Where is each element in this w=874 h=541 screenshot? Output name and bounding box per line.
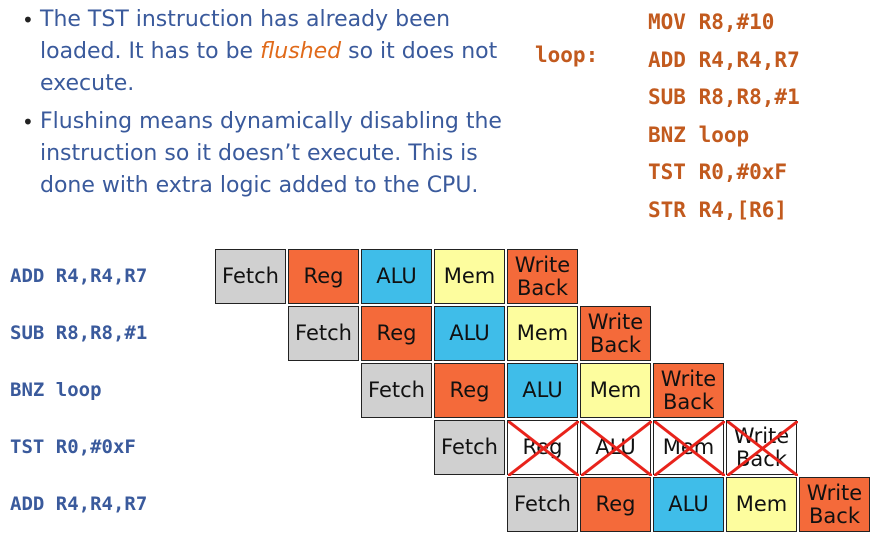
bullet-2: • Flushing means dynamically disabling t… [20, 106, 520, 202]
stage-label: Fetch [368, 378, 425, 402]
stage-label: Mem [662, 435, 715, 459]
stage-reg: Reg [580, 477, 651, 532]
stage-mem: Mem [507, 306, 578, 361]
bullet-1-emphasis: flushed [260, 39, 342, 64]
stage-alu: ALU [361, 249, 432, 304]
stage-label: Mem [735, 492, 788, 516]
stage-label: Fetch [222, 264, 279, 288]
instruction-label: ADD R4,R4,R7 [10, 493, 148, 515]
stage-wb-flushed: Write Back [726, 420, 798, 476]
code-line: MOV R8,#10 [648, 10, 775, 34]
stage-label: Write Back [660, 366, 717, 414]
stage-label: Reg [303, 264, 344, 288]
stage-label: Write Back [587, 309, 644, 357]
code-loop-label: loop: [535, 43, 599, 67]
stage-label: ALU [595, 435, 636, 459]
stage-mem: Mem [580, 363, 651, 418]
stage-label: Write Back [733, 423, 790, 471]
instruction-label: ADD R4,R4,R7 [10, 265, 148, 287]
stage-label: ALU [449, 321, 490, 345]
stage-fetch: Fetch [507, 477, 578, 532]
code-listing: MOV R8,#10 ADD R4,R4,R7 SUB R8,R8,#1 BNZ… [648, 4, 800, 229]
bullet-dot-icon: • [22, 8, 34, 32]
bullet-1-text-end: so it does not execute. [40, 39, 498, 96]
bullet-1: • The TST instruction has already been l… [20, 4, 520, 100]
bullet-2-text: Flushing means dynamically disabling the… [40, 109, 502, 198]
stage-label: ALU [376, 264, 417, 288]
stage-alu-flushed: ALU [580, 420, 652, 476]
stage-alu: ALU [434, 306, 505, 361]
code-line: BNZ loop [648, 122, 750, 147]
stage-fetch: Fetch [361, 363, 432, 418]
stage-reg: Reg [361, 306, 432, 361]
stage-label: Mem [589, 378, 642, 402]
stage-reg-flushed: Reg [507, 420, 579, 476]
stage-label: Fetch [295, 321, 352, 345]
stage-fetch: Fetch [288, 306, 359, 361]
stage-alu: ALU [507, 363, 578, 418]
stage-label: ALU [522, 378, 563, 402]
stage-wb: Write Back [799, 477, 870, 532]
code-line: TST R0,#0xF [648, 160, 788, 184]
stage-alu: ALU [653, 477, 724, 532]
stage-label: Reg [595, 492, 636, 516]
stage-label: Write Back [806, 480, 863, 528]
instruction-label: TST R0,#0xF [10, 436, 136, 458]
stage-wb: Write Back [653, 363, 724, 418]
code-line: SUB R8,R8,#1 [648, 85, 800, 109]
bullet-dot-icon: • [22, 110, 34, 134]
stage-label: Fetch [441, 435, 498, 459]
stage-label: Reg [449, 378, 490, 402]
stage-label: Mem [516, 321, 569, 345]
stage-wb: Write Back [580, 306, 651, 361]
stage-wb: Write Back [507, 249, 578, 304]
stage-label: Write Back [514, 252, 571, 300]
instruction-label: BNZ loop [10, 379, 102, 401]
stage-fetch: Fetch [434, 420, 505, 475]
stage-fetch: Fetch [215, 249, 286, 304]
code-line: STR R4,[R6] [648, 197, 788, 222]
instruction-label: SUB R8,R8,#1 [10, 322, 148, 344]
stage-mem: Mem [434, 249, 505, 304]
stage-label: ALU [668, 492, 709, 516]
code-line: ADD R4,R4,R7 [648, 47, 800, 72]
stage-mem: Mem [726, 477, 797, 532]
stage-reg: Reg [288, 249, 359, 304]
stage-label: Reg [522, 435, 563, 459]
stage-label: Mem [443, 264, 496, 288]
bullet-list: • The TST instruction has already been l… [20, 4, 520, 208]
stage-mem-flushed: Mem [653, 420, 725, 476]
bullet-1-text: The TST instruction has already been loa… [40, 7, 451, 64]
stage-reg: Reg [434, 363, 505, 418]
stage-label: Reg [376, 321, 417, 345]
stage-label: Fetch [514, 492, 571, 516]
